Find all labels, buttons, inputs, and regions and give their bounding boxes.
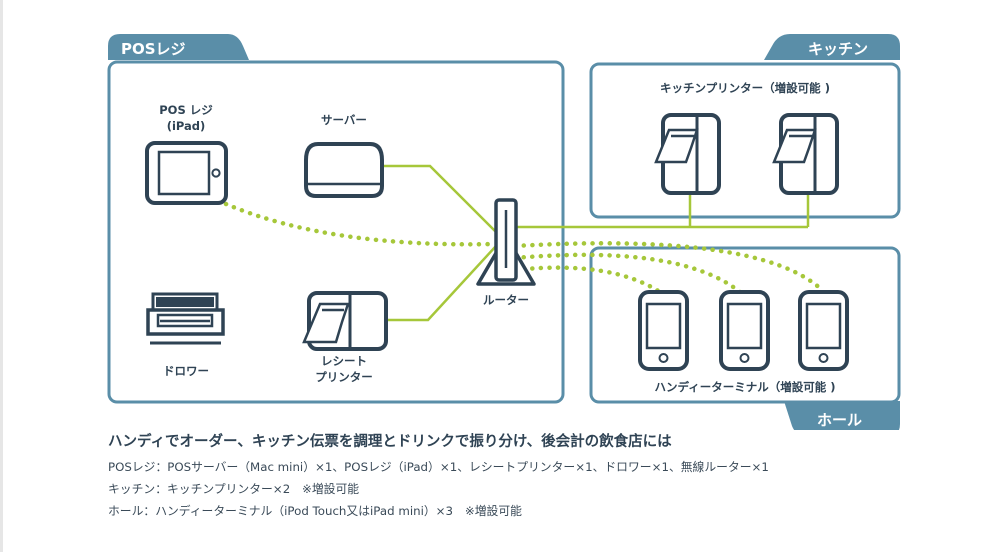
wireless-connections	[223, 201, 825, 295]
receipt-printer-router-wire	[387, 245, 497, 322]
drawer-label: ドロワー	[163, 364, 209, 378]
receipt-printer-label-line1: レシート	[321, 354, 367, 368]
server-router-wire	[383, 164, 497, 233]
kitchen-title: キッチン	[808, 40, 868, 58]
receipt-printer-icon	[302, 291, 388, 351]
kitchen-printer-label: キッチンプリンター（増設可能 )	[660, 81, 830, 95]
receipt-printer-label-line2: プリンター	[315, 370, 373, 384]
cash-drawer-icon	[146, 292, 225, 345]
ipad-wireless-link	[223, 201, 499, 247]
kitchen-tab	[764, 34, 900, 60]
caption-line-pos: POSレジ：POSサーバー（Mac mini）×1、POSレジ（iPad）×1、…	[108, 460, 769, 474]
handy-1-wireless-link	[512, 265, 663, 295]
handy-2-wireless-link	[512, 252, 743, 295]
kitchen-section: キッチン	[589, 34, 901, 219]
caption-line-kitchen: キッチン：キッチンプリンター×2 ※増設可能	[108, 482, 360, 496]
router-label: ルーター	[483, 293, 529, 307]
pos-register-tab	[108, 34, 249, 60]
handy-terminal-1-icon	[638, 290, 689, 371]
caption: ハンディでオーダー、キッチン伝票を調理とドリンクで振り分け、後会計の飲食店には …	[108, 430, 968, 524]
page-left-edge	[0, 0, 3, 552]
pos-ipad-label-line2: (iPad)	[167, 119, 206, 133]
kitchen-printer-2-icon	[772, 113, 839, 195]
hall-title: ホール	[817, 411, 862, 429]
handy-terminal-label: ハンディーターミナル（増設可能 )	[655, 380, 836, 394]
pos-register-frame	[107, 60, 565, 404]
caption-line-hall: ホール：ハンディーターミナル（iPod Touch又はiPad mini）×3 …	[108, 504, 522, 518]
handy-terminal-2-icon	[719, 290, 770, 371]
server-label: サーバー	[321, 113, 367, 127]
pos-register-title: POSレジ	[121, 40, 186, 58]
hall-frame	[589, 246, 901, 404]
kitchen-frame	[589, 62, 901, 219]
pos-ipad-icon	[145, 141, 228, 205]
router-icon	[476, 198, 536, 286]
hall-tab	[784, 401, 900, 430]
handy-terminal-3-icon	[798, 290, 849, 371]
kitchen-printer-1-icon	[654, 113, 721, 195]
wired-connections	[383, 164, 810, 322]
pos-register-section: POSレジ	[107, 34, 565, 404]
handy-3-wireless-link	[512, 241, 825, 293]
network-diagram: POSレジ キッチン ホール POS レジ (iPad) サーバー	[107, 34, 901, 430]
server-icon	[304, 142, 384, 198]
hall-section: ホール	[589, 246, 901, 430]
pos-ipad-label-line1: POS レジ	[159, 103, 213, 117]
caption-heading: ハンディでオーダー、キッチン伝票を調理とドリンクで振り分け、後会計の飲食店には	[108, 434, 672, 450]
